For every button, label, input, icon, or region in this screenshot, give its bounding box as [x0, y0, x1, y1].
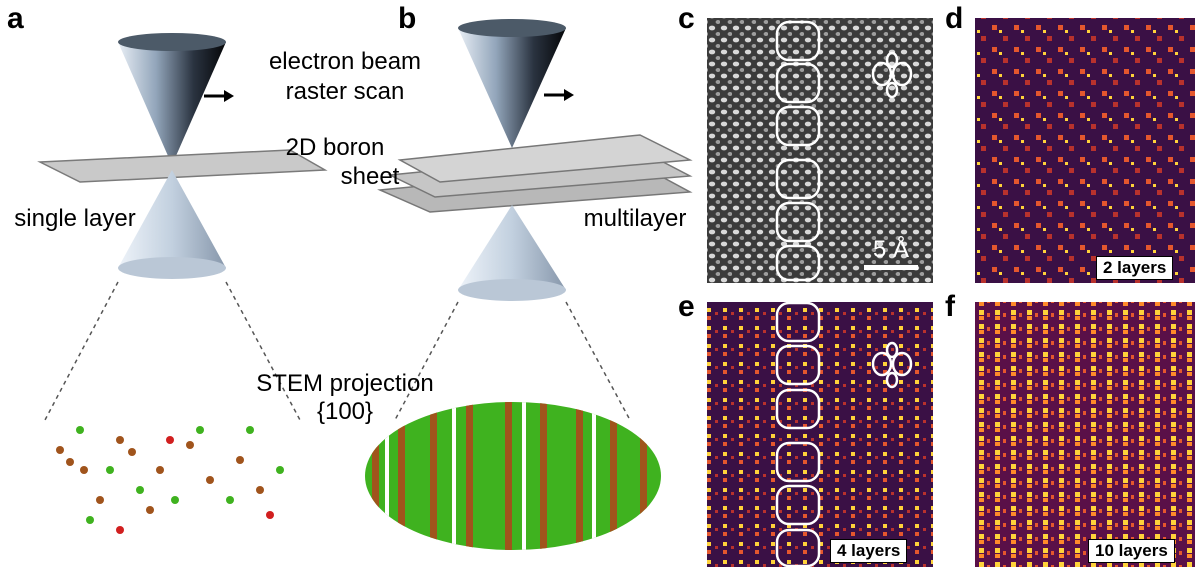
stem-projection-label-line2: {100} — [285, 398, 405, 425]
layer-tag-10: 10 layers — [1088, 539, 1175, 563]
scale-bar — [864, 265, 918, 270]
arrow-right-icon — [204, 90, 234, 102]
panel-a-graphics — [37, 33, 325, 546]
panel-label-e: e — [678, 292, 695, 322]
layer-tag-4: 4 layers — [830, 539, 907, 563]
scale-bar-label: 5 Å — [855, 236, 927, 263]
panel-f-image — [975, 302, 1195, 567]
arrow-right-icon — [544, 89, 574, 101]
beam-label-line1: electron beam — [245, 48, 445, 75]
panel-label-a: a — [7, 4, 24, 34]
layer-tag-2: 2 layers — [1096, 256, 1173, 280]
stem-projection-label-line1: STEM projection — [225, 370, 465, 397]
electron-cone-icon — [118, 42, 226, 165]
panel-label-c: c — [678, 4, 695, 34]
sheet-label-line1: 2D boron — [260, 134, 410, 161]
atom-projection-multi — [365, 402, 661, 550]
electron-cone-icon — [458, 28, 566, 148]
panel-label-d: d — [945, 4, 963, 34]
single-layer-label: single layer — [0, 205, 150, 232]
panel-d-image — [975, 18, 1195, 283]
beam-label-line2: raster scan — [245, 78, 445, 105]
sheet-label-line2: sheet — [330, 163, 410, 190]
atom-projection-single — [37, 402, 307, 546]
panel-label-f: f — [945, 292, 955, 322]
panel-e-image — [707, 302, 933, 567]
multilayer-label: multilayer — [568, 205, 702, 232]
panel-label-b: b — [398, 4, 416, 34]
